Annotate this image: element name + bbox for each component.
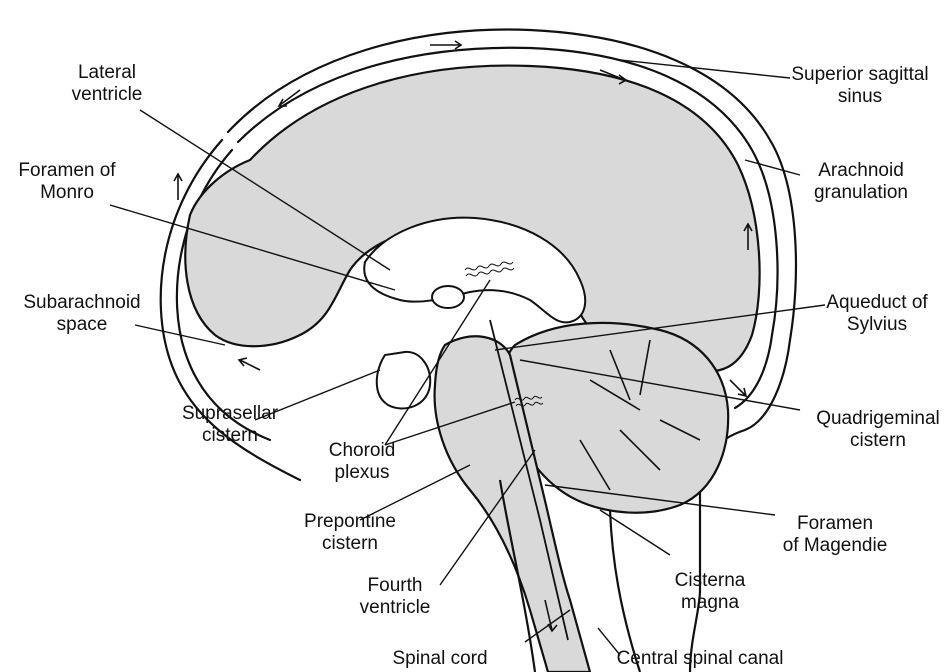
label-fourth-ventricle: Fourth ventricle [340,575,450,619]
suprasellar-cistern-shape [377,352,430,409]
label-aqueduct-of-sylvius: Aqueduct of Sylvius [812,292,942,336]
label-arachnoid-granulation: Arachnoid granulation [796,160,926,204]
label-central-spinal-canal: Central spinal canal [600,648,800,670]
label-superior-sagittal-sinus: Superior sagittal sinus [775,64,945,108]
label-choroid-plexus: Choroid plexus [312,440,412,484]
label-foramen-of-monro: Foramen of Monro [2,160,132,204]
foramen-monro-opening [432,286,464,308]
label-foramen-of-magendie: Foramen of Magendie [770,513,900,557]
label-cisterna-magna: Cisterna magna [660,570,760,614]
label-quadrigeminal-cistern: Quadrigeminal cistern [806,408,950,452]
label-suprasellar-cistern: Suprasellar cistern [165,403,295,447]
label-spinal-cord: Spinal cord [375,648,505,670]
label-subarachnoid-space: Subarachnoid space [2,292,162,336]
label-lateral-ventricle: Lateral ventricle [52,62,162,106]
label-prepontine-cistern: Prepontine cistern [290,511,410,555]
